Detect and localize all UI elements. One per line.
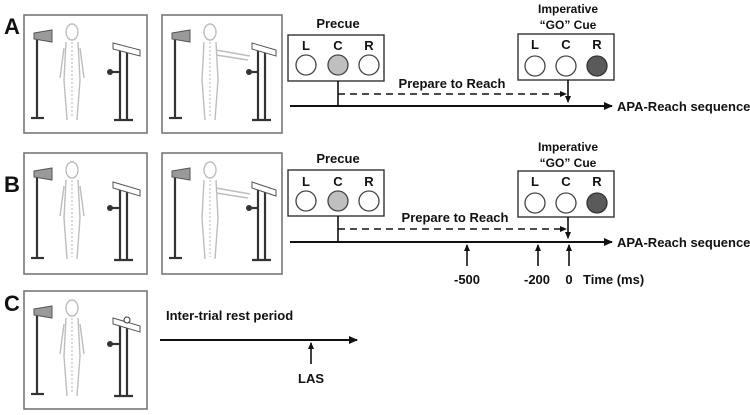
panel-c: C Inter-tri	[4, 290, 358, 410]
go-cue-box-a: Imperative “GO” Cue L C R	[517, 2, 615, 81]
light-label-c: C	[561, 174, 571, 189]
light-label-c: C	[333, 174, 343, 189]
light-stand-icon	[169, 29, 191, 120]
light-l	[524, 55, 546, 77]
light-r-lit	[586, 192, 608, 214]
light-label-r: R	[592, 174, 602, 189]
light-label-r: R	[364, 38, 374, 53]
go-cue-title-line2: “GO” Cue	[540, 18, 597, 32]
light-label-r: R	[592, 37, 602, 52]
scene-reaching-a	[161, 14, 283, 134]
scene-standing-b	[23, 152, 148, 275]
las-label: LAS	[298, 371, 324, 386]
target-stand-icon	[107, 42, 141, 122]
light-c-lit	[327, 54, 349, 76]
light-r	[358, 54, 380, 76]
subject-reaching-icon	[201, 23, 251, 121]
time-axis-label: Time (ms)	[583, 272, 644, 287]
tick-label-minus-500: -500	[454, 272, 480, 287]
light-stand-icon	[31, 167, 53, 260]
light-label-l: L	[531, 174, 539, 189]
precue-title: Precue	[316, 16, 359, 31]
light-r-lit	[586, 55, 608, 77]
light-c	[555, 192, 577, 214]
prepare-label: Prepare to Reach	[402, 210, 509, 225]
light-c	[555, 55, 577, 77]
scene-reaching-b	[161, 152, 283, 275]
tick-label-minus-200: -200	[524, 272, 550, 287]
light-stand-icon	[31, 305, 53, 396]
target-stand-icon	[246, 42, 277, 122]
sequence-label: APA-Reach sequence	[617, 99, 750, 114]
scene-standing-c	[23, 290, 148, 410]
light-label-l: L	[302, 38, 310, 53]
sequence-label: APA-Reach sequence	[617, 235, 750, 250]
light-stand-icon	[31, 29, 53, 120]
subject-figure-icon	[59, 161, 85, 260]
precue-title: Precue	[316, 151, 359, 166]
timeline-b: Prepare to Reach APA-Reach sequence -500…	[290, 210, 750, 287]
light-label-c: C	[561, 37, 571, 52]
timeline-a: Prepare to Reach APA-Reach sequence	[290, 76, 750, 114]
subject-figure-icon	[59, 23, 85, 121]
light-stand-icon	[169, 167, 191, 260]
scene-standing-a	[23, 14, 148, 134]
panel-b-letter: B	[4, 172, 20, 197]
light-label-l: L	[531, 37, 539, 52]
rest-period-title: Inter-trial rest period	[166, 308, 293, 323]
panel-a-letter: A	[4, 14, 20, 39]
precue-box-a: Precue L C R	[287, 16, 385, 82]
rest-timeline: Inter-trial rest period LAS	[160, 308, 358, 386]
tick-label-zero: 0	[565, 272, 572, 287]
subject-reaching-icon	[201, 161, 251, 260]
light-label-r: R	[364, 174, 374, 189]
light-c-lit	[327, 190, 349, 212]
target-stand-icon	[107, 316, 141, 398]
target-stand-icon	[107, 181, 141, 262]
subject-figure-icon	[59, 299, 85, 397]
panel-b: B	[4, 140, 750, 287]
light-l	[295, 190, 317, 212]
precue-box-b: Precue L C R	[287, 151, 385, 217]
light-r	[358, 190, 380, 212]
light-label-c: C	[333, 38, 343, 53]
light-label-l: L	[302, 174, 310, 189]
go-cue-box-b: Imperative “GO” Cue L C R	[517, 140, 615, 218]
target-stand-icon	[246, 181, 277, 262]
light-l	[524, 192, 546, 214]
panel-c-letter: C	[4, 291, 20, 316]
go-cue-title-line1: Imperative	[538, 2, 598, 16]
light-l	[295, 54, 317, 76]
prepare-label: Prepare to Reach	[399, 76, 506, 91]
panel-a: A	[4, 2, 750, 134]
go-cue-title-line1: Imperative	[538, 140, 598, 154]
go-cue-title-line2: “GO” Cue	[540, 156, 597, 170]
